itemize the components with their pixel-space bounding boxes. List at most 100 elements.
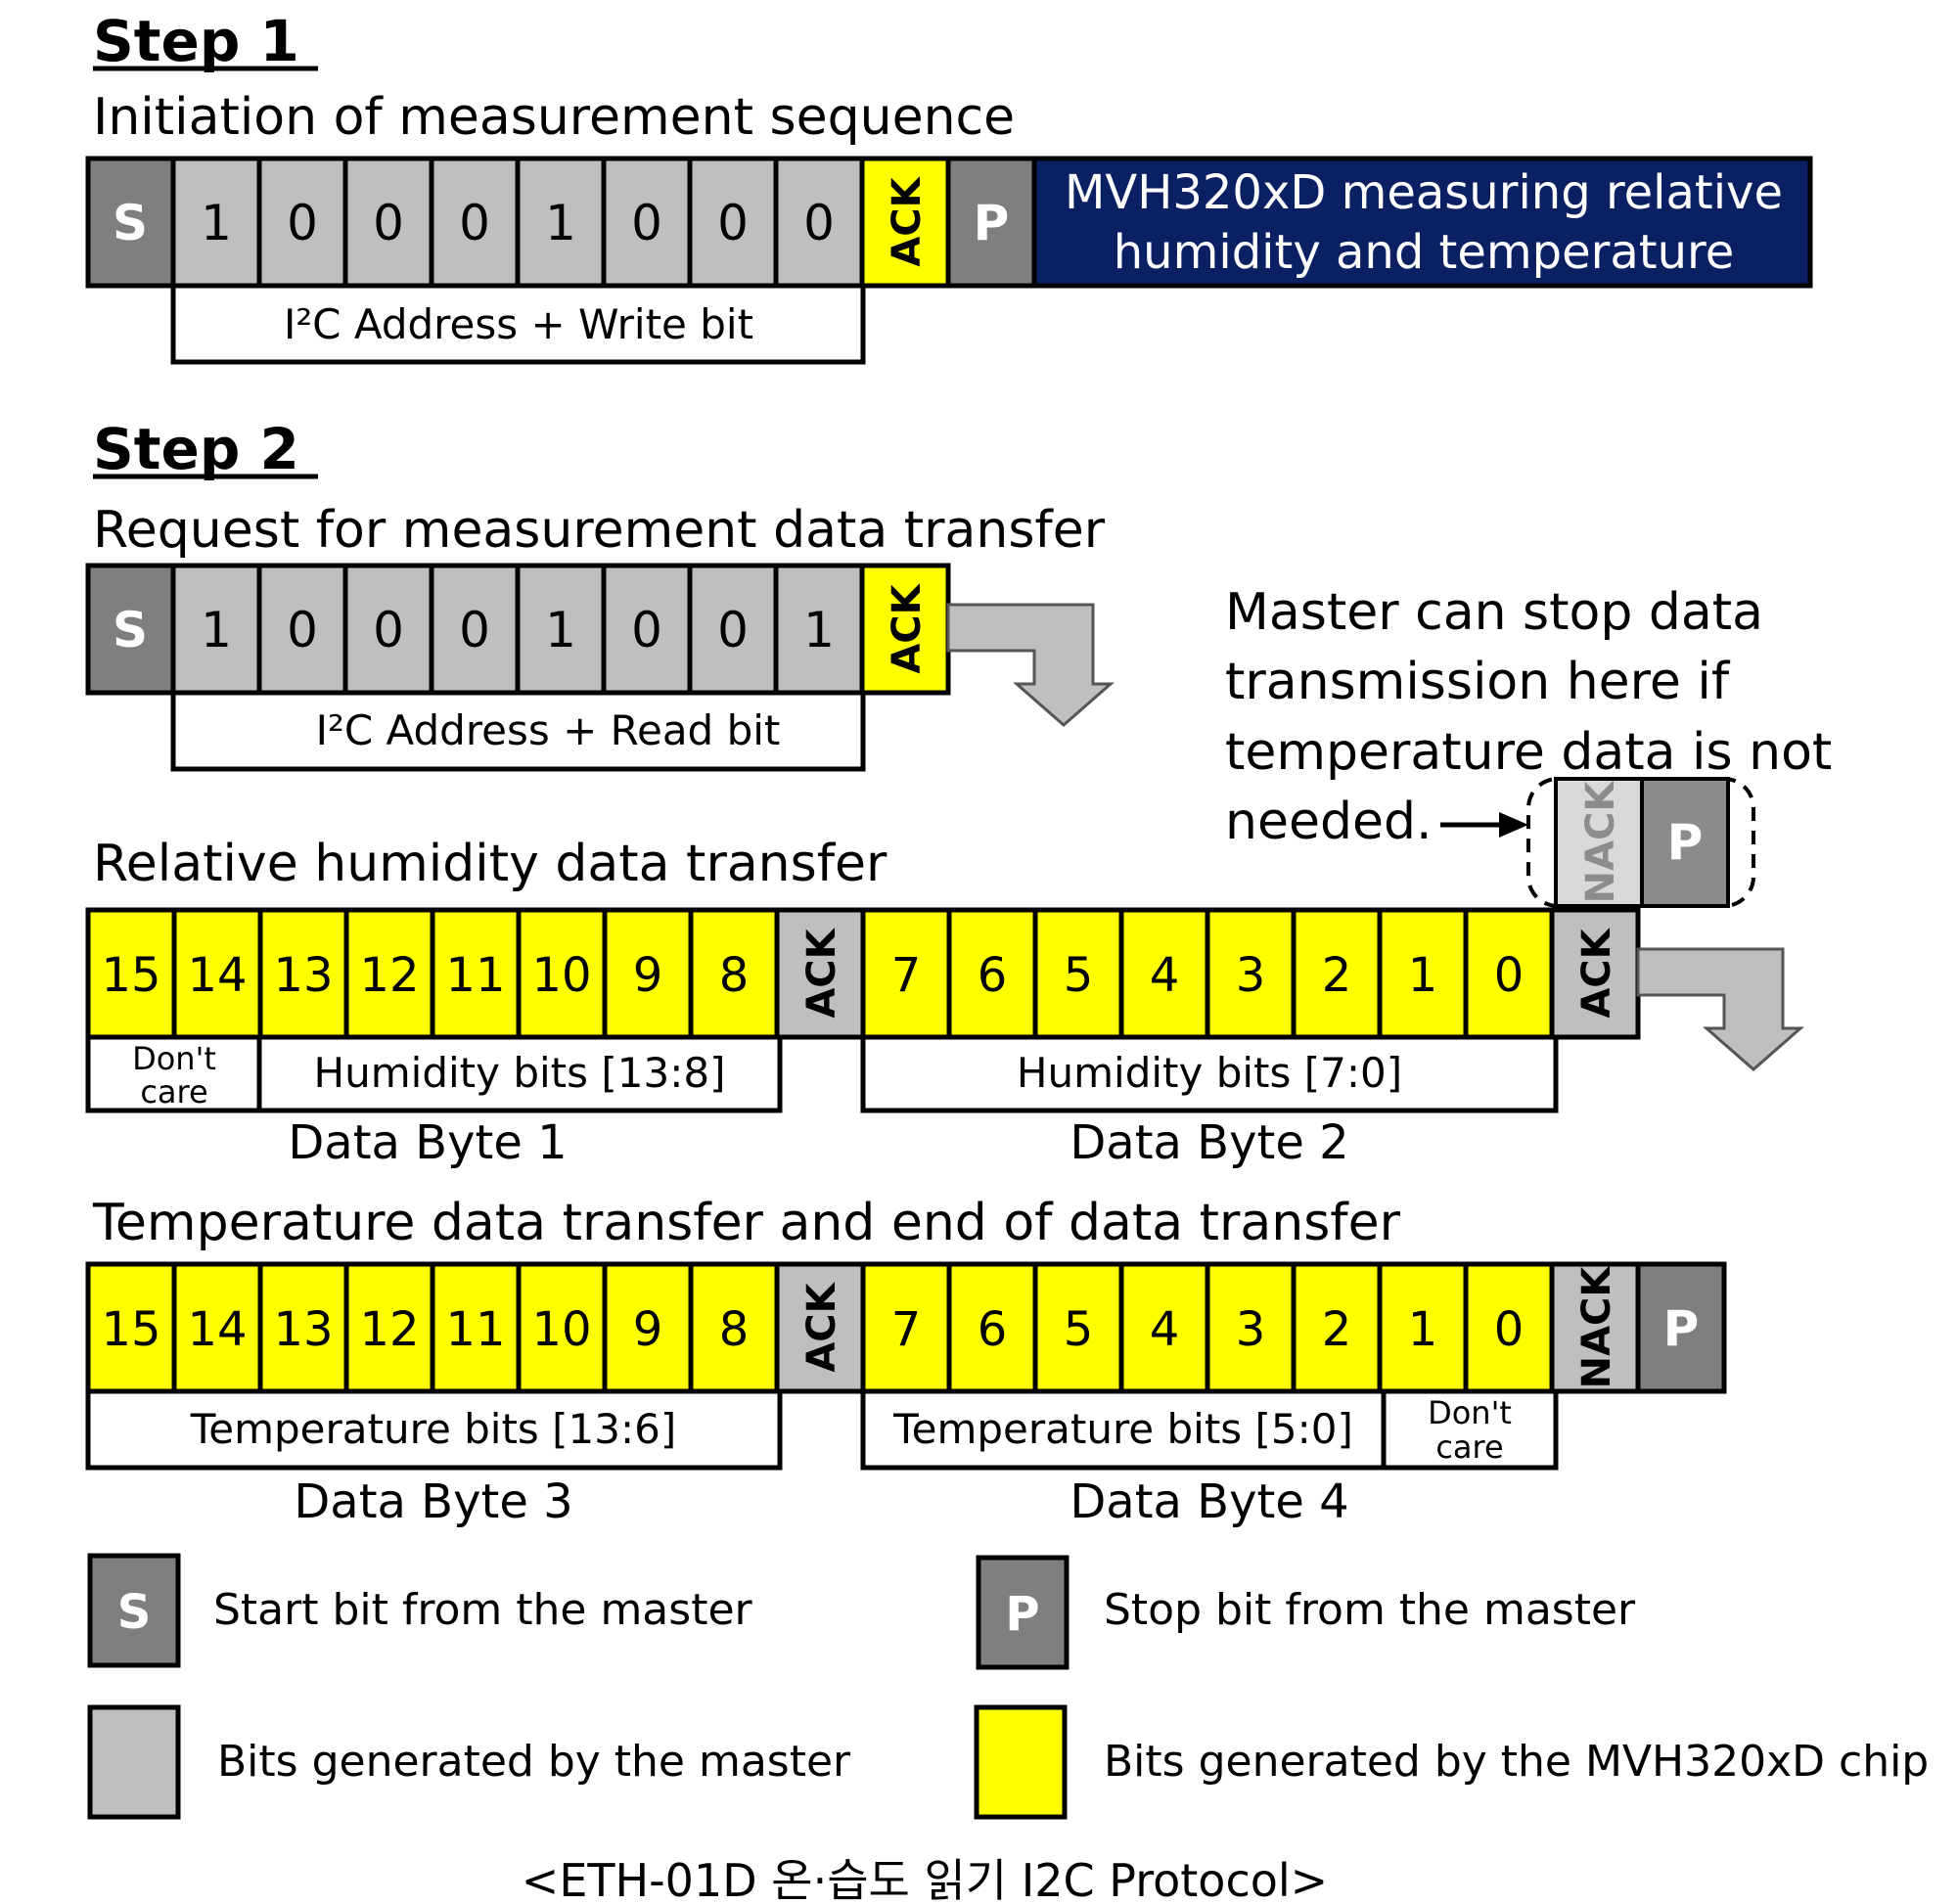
step2-bit-label: 0 bbox=[287, 602, 318, 658]
step2-bit-cell bbox=[773, 563, 865, 696]
humidity-bit-label: 1 bbox=[1408, 948, 1438, 1003]
legend-chip-text: Bits generated by the MVH320xD chip bbox=[1104, 1737, 1929, 1787]
temperature-bit-label: 14 bbox=[187, 1302, 247, 1357]
note-line: Master can stop data bbox=[1225, 583, 1763, 642]
humidity-bit-label: 2 bbox=[1322, 948, 1352, 1003]
humidity-bit-cell bbox=[343, 907, 435, 1040]
humidity-bit-label: 12 bbox=[359, 948, 419, 1003]
legend: S Start bit from the master P Stop bit f… bbox=[87, 1553, 1929, 1820]
humidity-ack1-label: ACK bbox=[799, 927, 844, 1018]
temperature-bit-cell bbox=[171, 1261, 263, 1394]
temperature-stop-cell bbox=[1635, 1261, 1727, 1394]
temperature-bit-label: 7 bbox=[891, 1302, 922, 1357]
measuring-status-line2: humidity and temperature bbox=[1114, 225, 1735, 280]
step2-address-label: I²C Address + Read bit bbox=[316, 706, 781, 754]
temperature-bit-label: 0 bbox=[1494, 1302, 1525, 1357]
temperature-ack-label: ACK bbox=[799, 1281, 844, 1372]
temperature-bit-label: 5 bbox=[1064, 1302, 1094, 1357]
measuring-status-line1: MVH320xD measuring relative bbox=[1065, 165, 1783, 220]
temperature-title: Temperature data transfer and end of dat… bbox=[92, 1194, 1401, 1252]
step2-bit-label: 1 bbox=[545, 602, 576, 658]
step1-address-label: I²C Address + Write bit bbox=[284, 300, 753, 348]
step1-bit-label: 0 bbox=[717, 195, 749, 251]
step1-bit-label: 0 bbox=[803, 195, 835, 251]
continue-arrow-icon bbox=[1636, 947, 1804, 1071]
humidity-ack2-label: ACK bbox=[1574, 927, 1619, 1018]
step1-stop-cell bbox=[945, 156, 1037, 289]
humidity-bits-7-0-label: Humidity bits [7:0] bbox=[1017, 1049, 1402, 1097]
temperature-bit-cell bbox=[946, 1261, 1038, 1394]
step2-bit-label: 0 bbox=[459, 602, 490, 658]
optional-stop-cell bbox=[1640, 777, 1730, 908]
temperature-bit-label: 2 bbox=[1322, 1302, 1352, 1357]
stop-early-note: Master can stop data transmission here i… bbox=[1225, 583, 1832, 908]
temperature-bits-13-6-box bbox=[85, 1388, 783, 1471]
data-byte1-label: Data Byte 1 bbox=[288, 1115, 567, 1170]
data-byte2-label: Data Byte 2 bbox=[1070, 1115, 1348, 1170]
humidity-bit-label: 7 bbox=[891, 948, 922, 1003]
humidity-ack2-cell bbox=[1549, 907, 1641, 1040]
humidity-ack1-cell bbox=[774, 907, 866, 1040]
step1-bit-label: 0 bbox=[373, 195, 404, 251]
step2-bit-label: 1 bbox=[803, 602, 835, 658]
step1-bit-label: 0 bbox=[287, 195, 318, 251]
temperature-bits-13-6-label: Temperature bits [13:6] bbox=[190, 1405, 677, 1453]
humidity-title: Relative humidity data transfer bbox=[93, 835, 887, 893]
temperature-bit-label: 11 bbox=[445, 1302, 505, 1357]
step2-bit-label: 0 bbox=[717, 602, 749, 658]
temperature-bit-label: 8 bbox=[719, 1302, 750, 1357]
step2-ack-cell bbox=[859, 563, 951, 696]
step1-ack-label: ACK bbox=[885, 175, 930, 266]
temperature-bit-label: 4 bbox=[1150, 1302, 1180, 1357]
legend-master-swatch bbox=[87, 1704, 181, 1820]
temperature-frame: 15 14 13 12 11 10 9 8 ACK 7 6 5 4 3 2 1 … bbox=[85, 1261, 1727, 1529]
legend-stop-symbol: P bbox=[1005, 1587, 1039, 1642]
step1-bit-label: 1 bbox=[545, 195, 576, 251]
temperature-dont-care-box bbox=[1381, 1388, 1559, 1471]
measuring-status-box bbox=[1031, 156, 1813, 289]
step2-ack-label: ACK bbox=[885, 582, 930, 673]
humidity-bit-label: 11 bbox=[445, 948, 505, 1003]
humidity-bits-13-8-box bbox=[256, 1034, 783, 1113]
humidity-dont-care-box bbox=[85, 1034, 262, 1113]
legend-start-text: Start bit from the master bbox=[213, 1585, 753, 1635]
step2-start-label: S bbox=[113, 602, 148, 658]
note-line: needed. bbox=[1225, 793, 1432, 851]
temperature-bit-cell bbox=[516, 1261, 608, 1394]
humidity-bit-label: 3 bbox=[1236, 948, 1266, 1003]
step1-start-label: S bbox=[113, 195, 148, 251]
temperature-bit-cell bbox=[1377, 1261, 1469, 1394]
humidity-bit-label: 15 bbox=[101, 948, 160, 1003]
step1-heading: Step 1 bbox=[93, 8, 299, 74]
step1-address-box bbox=[170, 283, 866, 365]
humidity-bit-label: 13 bbox=[273, 948, 333, 1003]
humidity-bits-13-8-label: Humidity bits [13:8] bbox=[314, 1049, 726, 1097]
humidity-bit-label: 9 bbox=[633, 948, 663, 1003]
step2-bit-label: 0 bbox=[373, 602, 404, 658]
temperature-bit-label: 6 bbox=[978, 1302, 1008, 1357]
humidity-bit-label: 5 bbox=[1064, 948, 1094, 1003]
step2-address-box bbox=[170, 690, 866, 772]
temperature-bit-label: 9 bbox=[633, 1302, 663, 1357]
temperature-dont-care-line1: Don't bbox=[1428, 1394, 1512, 1431]
humidity-dont-care-line1: Don't bbox=[132, 1040, 216, 1077]
data-byte4-label: Data Byte 4 bbox=[1070, 1474, 1348, 1529]
legend-master-text: Bits generated by the master bbox=[217, 1737, 851, 1787]
temperature-bit-cell bbox=[688, 1261, 780, 1394]
legend-start-swatch bbox=[87, 1553, 181, 1668]
note-line: temperature data is not bbox=[1225, 723, 1832, 782]
optional-stop-label: P bbox=[1667, 814, 1704, 871]
temperature-nack-label: NACK bbox=[1574, 1265, 1619, 1389]
step1-bit-label: 0 bbox=[459, 195, 490, 251]
temperature-bit-cell bbox=[1118, 1261, 1210, 1394]
step2-bit-cell bbox=[170, 563, 262, 696]
temperature-bit-label: 1 bbox=[1408, 1302, 1438, 1357]
legend-start-symbol: S bbox=[117, 1585, 152, 1640]
temperature-bit-cell bbox=[257, 1261, 349, 1394]
figure-caption: <ETH-01D 온·습도 읽기 I2C Protocol> bbox=[522, 1854, 1328, 1904]
temperature-stop-label: P bbox=[1663, 1300, 1700, 1357]
humidity-bit-label: 10 bbox=[531, 948, 591, 1003]
step1-stop-label: P bbox=[974, 195, 1010, 251]
temperature-nack-cell bbox=[1549, 1261, 1641, 1394]
